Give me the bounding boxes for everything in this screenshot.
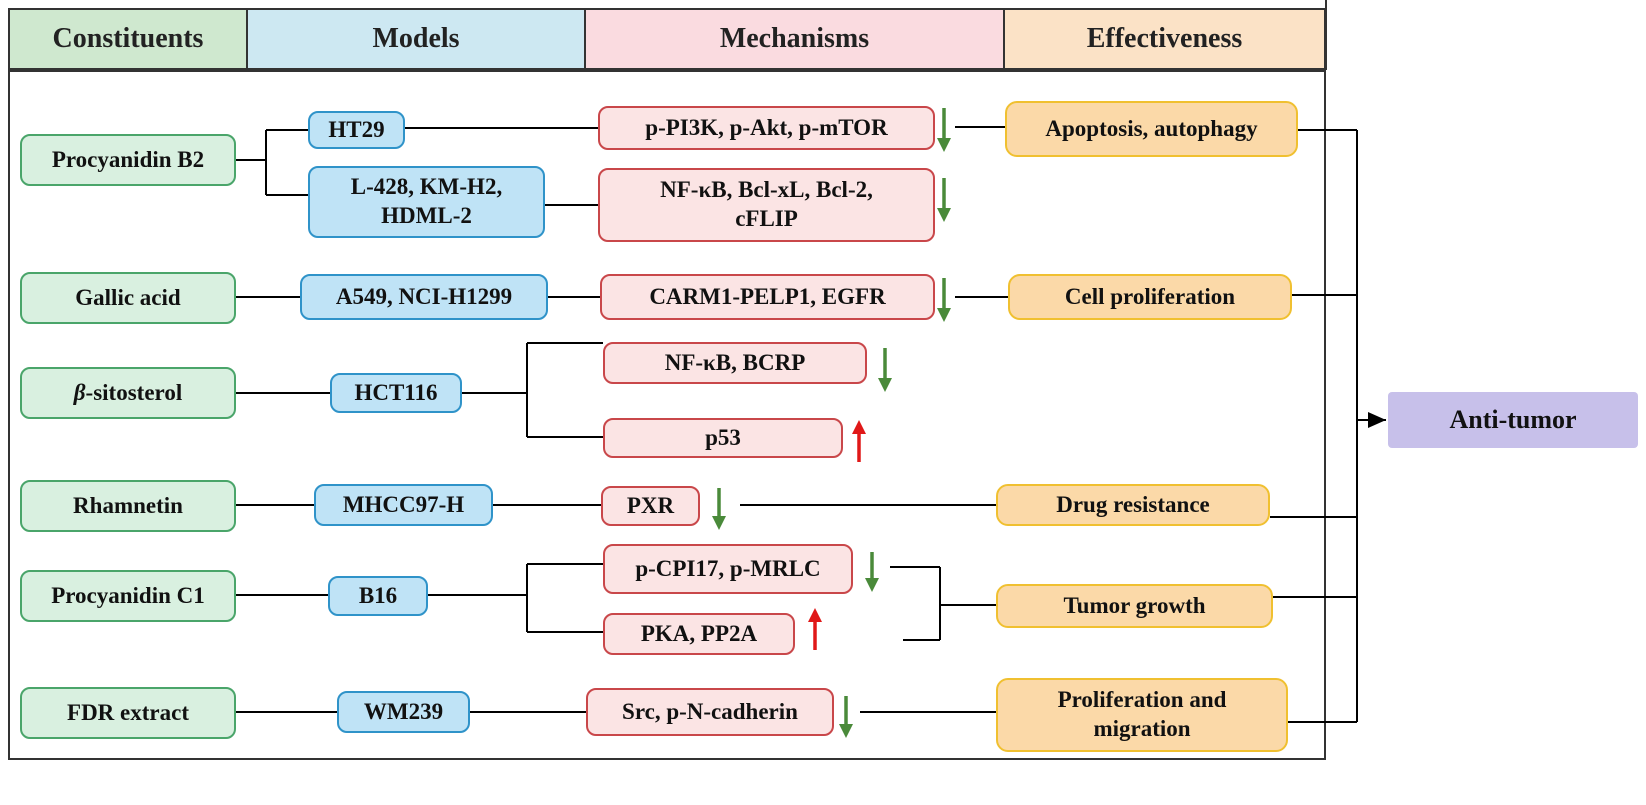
mechanism-pka-pp2a: PKA, PP2A xyxy=(603,613,795,655)
up-arrow-icon xyxy=(808,608,822,650)
down-arrow-icon xyxy=(878,348,892,392)
mechanism-nfkb-bcl: NF-κB, Bcl-xL, Bcl-2, cFLIP xyxy=(598,168,935,242)
constituent-fdr-extract: FDR extract xyxy=(20,687,236,739)
content-frame xyxy=(8,70,1326,760)
effect-prolif-line2: migration xyxy=(1093,716,1191,741)
header-effectiveness: Effectiveness xyxy=(1003,8,1326,70)
model-hct116: HCT116 xyxy=(330,373,462,413)
header-mechanisms: Mechanisms xyxy=(584,8,1005,70)
effect-drug-resistance: Drug resistance xyxy=(996,484,1270,526)
header-constituents: Constituents xyxy=(8,8,248,70)
beta-symbol: β xyxy=(73,379,86,405)
constituent-rhamnetin: Rhamnetin xyxy=(20,480,236,532)
down-arrow-icon xyxy=(937,278,951,322)
up-arrow-icon xyxy=(852,420,866,462)
mechanism-pxr: PXR xyxy=(601,486,700,526)
outcome-anti-tumor: Anti-tumor xyxy=(1388,392,1638,448)
model-b16: B16 xyxy=(328,576,428,616)
effect-prolif-line1: Proliferation and xyxy=(1057,687,1227,713)
mechanism-cpi17-mrlc: p-CPI17, p-MRLC xyxy=(603,544,853,594)
constituent-procyanidin-c1: Procyanidin C1 xyxy=(20,570,236,622)
effect-cell-proliferation: Cell proliferation xyxy=(1008,274,1292,320)
mechanism-pi3k-akt-mtor: p-PI3K, p-Akt, p-mTOR xyxy=(598,106,935,150)
header-models: Models xyxy=(246,8,586,70)
effect-apoptosis-autophagy: Apoptosis, autophagy xyxy=(1005,101,1298,157)
down-arrow-icon xyxy=(839,696,853,738)
model-mhcc97-h: MHCC97-H xyxy=(314,484,493,526)
constituent-procyanidin-b2: Procyanidin B2 xyxy=(20,134,236,186)
down-arrow-icon xyxy=(712,488,726,530)
model-a549-nci-h1299: A549, NCI-H1299 xyxy=(300,274,548,320)
model-l428-kmh2-hdml2: L-428, KM-H2, HDML-2 xyxy=(308,166,545,238)
down-arrow-icon xyxy=(937,108,951,152)
down-arrows xyxy=(712,108,951,738)
model-l428-line1: L-428, KM-H2, xyxy=(350,174,503,200)
mechanism-p53: p53 xyxy=(603,418,843,458)
effect-tumor-growth: Tumor growth xyxy=(996,584,1273,628)
model-l428-line2: HDML-2 xyxy=(381,203,472,228)
up-arrows xyxy=(808,420,866,650)
sitosterol-text: -sitosterol xyxy=(85,379,183,405)
down-arrow-icon xyxy=(865,552,879,592)
model-ht29: HT29 xyxy=(308,111,405,149)
mechanism-nfkb-bcrp: NF-κB, BCRP xyxy=(603,342,867,384)
effect-proliferation-migration: Proliferation and migration xyxy=(996,678,1288,752)
mechanism-nfkb-bcl-line1: NF-κB, Bcl-xL, Bcl-2, xyxy=(660,177,873,203)
mechanism-carm1-pelp1-egfr: CARM1-PELP1, EGFR xyxy=(600,274,935,320)
model-wm239: WM239 xyxy=(337,691,470,733)
down-arrow-icon xyxy=(937,178,951,222)
constituent-gallic-acid: Gallic acid xyxy=(20,272,236,324)
mechanism-nfkb-bcl-line2: cFLIP xyxy=(735,206,798,231)
constituent-beta-sitosterol: β-sitosterol xyxy=(20,367,236,419)
mechanism-src-n-cadherin: Src, p-N-cadherin xyxy=(586,688,834,736)
